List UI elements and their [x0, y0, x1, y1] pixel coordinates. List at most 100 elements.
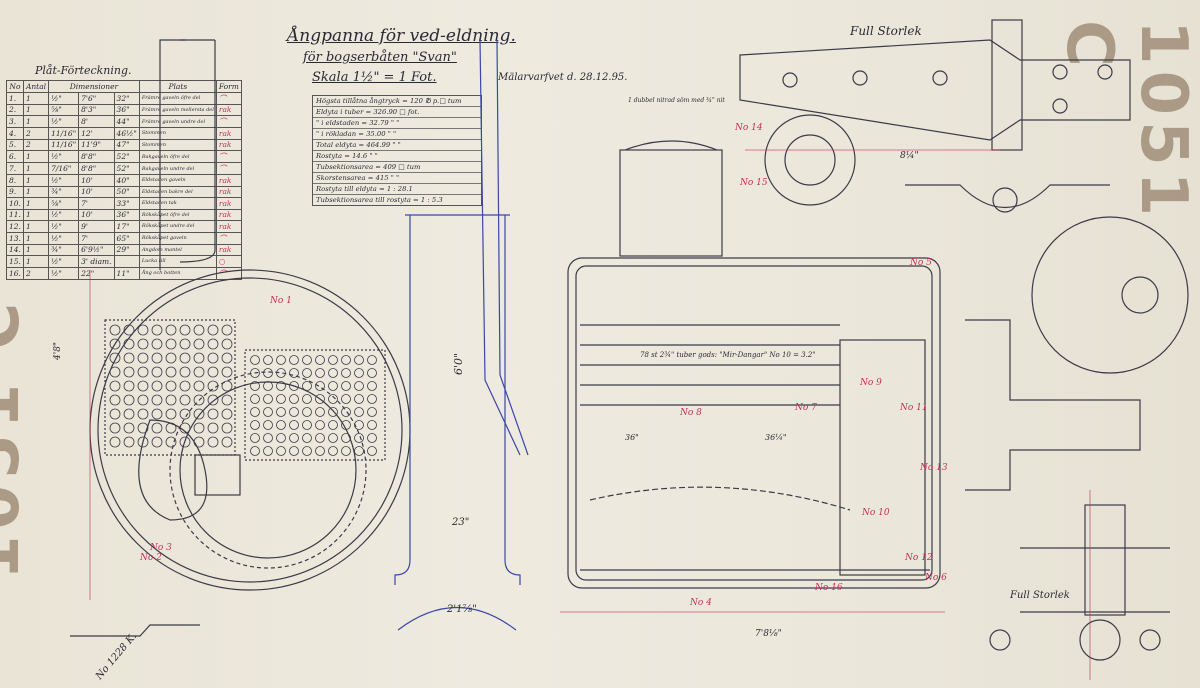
plate-cell: ½": [48, 266, 80, 280]
tube-hole: [250, 368, 260, 378]
tube-hole: [315, 407, 325, 417]
tube-hole: [328, 407, 338, 417]
plate-cell: 1: [22, 162, 50, 175]
tube-hole: [137, 380, 149, 392]
part-mark: No 3: [149, 543, 172, 553]
boiler-side-view: [567, 140, 941, 589]
plate-cell: ½": [48, 91, 80, 105]
tube-hole: [250, 420, 260, 430]
part-mark: No 13: [919, 463, 948, 473]
tube-hole: [123, 338, 135, 350]
tube-hole: [165, 408, 177, 420]
tube-hole: [137, 422, 149, 434]
tube-hole: [151, 408, 163, 420]
tube-hole: [328, 381, 338, 391]
tube-hole: [367, 394, 377, 404]
plate-cell: 36": [113, 208, 140, 221]
tube-hole: [179, 408, 191, 420]
plate-cell: 6'9½": [78, 243, 115, 256]
tube-hole: [207, 408, 219, 420]
tube-hole: [354, 368, 364, 378]
tube-hole: [341, 368, 351, 378]
plate-cell: ⌒: [215, 231, 242, 245]
spec-row: Total eldyta = 464.99 " ": [313, 140, 481, 151]
tube-hole: [341, 394, 351, 404]
tube-hole: [179, 324, 191, 336]
tube-hole: [165, 324, 177, 336]
tube-hole: [341, 381, 351, 391]
tube-hole: [193, 338, 205, 350]
plate-cell: 44": [113, 115, 140, 128]
tube-hole: [137, 338, 149, 350]
plate-cell: 1: [22, 231, 50, 245]
plate-cell: 29": [113, 243, 140, 256]
tube-hole: [341, 355, 351, 365]
tube-hole: [315, 394, 325, 404]
plate-cell: 2: [22, 127, 50, 140]
plate-cell: rak: [215, 174, 242, 187]
plate-cell: 52": [113, 162, 140, 175]
tube-hole: [221, 352, 233, 364]
plate-cell: ½": [48, 208, 80, 221]
tube-hole: [109, 338, 121, 350]
tube-hole: [276, 407, 286, 417]
tube-hole: [123, 352, 135, 364]
tube-hole: [123, 408, 135, 420]
tube-hole: [250, 381, 260, 391]
tube-hole: [289, 433, 299, 443]
plate-cell: 65": [113, 231, 140, 245]
tube-hole: [109, 324, 121, 336]
tube-hole: [276, 420, 286, 430]
plate-cell: 10': [78, 185, 115, 198]
tube-hole: [109, 436, 121, 448]
tube-hole: [193, 436, 205, 448]
tube-hole: [221, 394, 233, 406]
tube-hole: [315, 368, 325, 378]
tube-hole: [193, 324, 205, 336]
tube-hole: [207, 352, 219, 364]
plate-cell: 33": [113, 197, 140, 210]
plate-cell: 1: [22, 208, 50, 221]
tube-hole: [263, 355, 273, 365]
place-date: Mälarvarfvet d. 28.12.95.: [498, 72, 628, 83]
tube-hole: [165, 436, 177, 448]
tube-hole: [221, 338, 233, 350]
spec-row: Tubsektionsarea till rostyta = 1 : 5.3: [316, 196, 443, 204]
tube-hole: [367, 368, 377, 378]
tube-hole: [109, 380, 121, 392]
tube-hole: [151, 366, 163, 378]
plate-cell: 3.: [6, 115, 24, 128]
plate-cell: 1: [22, 174, 50, 187]
dim-chimney-base: 2'1⅞": [446, 604, 477, 615]
dim-36a: 36": [625, 433, 639, 442]
tube-hole: [315, 355, 325, 365]
tube-hole: [165, 422, 177, 434]
tube-hole: [328, 368, 338, 378]
tube-hole: [250, 433, 260, 443]
tube-hole: [302, 355, 312, 365]
tube-hole: [367, 407, 377, 417]
tube-hole: [193, 352, 205, 364]
plate-cell: rak: [215, 197, 242, 210]
tube-hole: [263, 407, 273, 417]
tube-hole: [289, 381, 299, 391]
plate-cell: 1: [22, 220, 50, 233]
spec-row: Rostyta till eldyta = 1 : 28.1: [313, 184, 481, 195]
spec-row: Rostyta = 14.6 " ": [313, 151, 481, 162]
plate-cell: 1: [22, 91, 50, 105]
tube-hole: [193, 366, 205, 378]
specs-table: Högsta tillåtna ångtryck = 120 ℔ p.□ tum…: [312, 95, 482, 206]
tube-hole: [263, 446, 273, 456]
tube-hole: [315, 381, 325, 391]
tube-hole: [250, 446, 260, 456]
tube-hole: [151, 338, 163, 350]
plate-cell: 10': [78, 174, 115, 187]
spec-row: Skorstensarea = 415 " ": [313, 173, 481, 184]
tube-hole: [221, 422, 233, 434]
